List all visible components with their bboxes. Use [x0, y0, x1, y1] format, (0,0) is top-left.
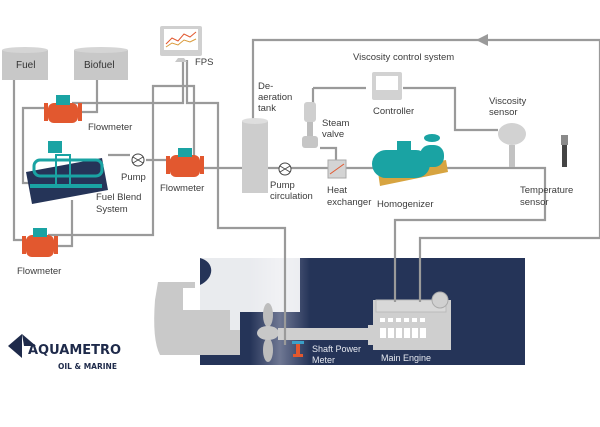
deaeration-label-3: tank: [258, 103, 276, 114]
deaeration-label-2: aeration: [258, 92, 292, 103]
viscosity-sensor-icon: [498, 123, 526, 167]
temperature-sensor-label-1: Temperature: [520, 185, 573, 196]
logo-subtitle: OIL & MARINE: [58, 362, 117, 371]
flowmeter-mid-icon: [166, 148, 204, 177]
shaft-power-meter-label-2: Meter: [312, 355, 335, 365]
pump-icon: [131, 153, 145, 167]
fuel-blend-label-2: System: [96, 204, 128, 215]
viscosity-control-system-label: Viscosity control system: [353, 52, 454, 63]
fps-label: FPS: [195, 57, 213, 68]
pump-circulation-label-2: circulation: [270, 191, 313, 202]
fuel-tank: Fuel: [2, 47, 48, 80]
logo-name: AQUAMETRO: [28, 343, 121, 358]
flowmeter-bottom-icon: [22, 228, 58, 257]
shaft-power-meter-label-1: Shaft Power: [312, 344, 361, 354]
deaeration-tank-icon: [242, 118, 268, 193]
shaft-power-meter-icon: [292, 341, 304, 357]
pump-label: Pump: [121, 172, 146, 183]
homogenizer-label: Homogenizer: [377, 199, 434, 210]
flowmeter-mid-label: Flowmeter: [160, 183, 204, 194]
deaeration-label-1: De-: [258, 81, 273, 92]
main-engine-label: Main Engine: [381, 353, 431, 363]
temperature-sensor-icon: [561, 135, 568, 167]
biofuel-tank-label: Biofuel: [84, 60, 115, 71]
pump-circulation-label-1: Pump: [270, 180, 295, 191]
controller-label: Controller: [373, 106, 414, 117]
fuel-blend-system-icon: [26, 141, 108, 204]
aquametro-logo: AQUAMETRO OIL & MARINE: [8, 334, 121, 371]
fuel-blend-label-1: Fuel Blend: [96, 192, 141, 203]
propeller: [257, 303, 279, 362]
steam-valve-label-2: valve: [322, 129, 344, 140]
homogenizer-icon: [372, 134, 448, 186]
heat-exchanger-label-2: exchanger: [327, 197, 371, 208]
pump-circulation-icon: [278, 162, 292, 176]
ship-hull: [154, 258, 525, 365]
flowmeter-top-label: Flowmeter: [88, 122, 132, 133]
flow-arrow-icon: [476, 34, 488, 46]
viscosity-sensor-label-2: sensor: [489, 107, 518, 118]
fuel-tank-label: Fuel: [16, 60, 35, 71]
temperature-sensor-label-2: sensor: [520, 197, 549, 208]
fps-monitor-icon: [160, 26, 202, 62]
heat-exchanger-label-1: Heat: [327, 185, 347, 196]
steam-valve-label-1: Steam: [322, 118, 350, 129]
steam-valve-icon: [302, 102, 318, 148]
viscosity-sensor-label-1: Viscosity: [489, 96, 527, 107]
shaft: [278, 328, 373, 340]
main-engine-icon: [368, 291, 451, 350]
heat-exchanger-icon: [327, 159, 347, 179]
controller-icon: [372, 72, 402, 100]
flowmeter-bottom-label: Flowmeter: [17, 266, 61, 277]
flowmeter-top-icon: [44, 95, 82, 123]
biofuel-tank: Biofuel: [74, 47, 128, 80]
